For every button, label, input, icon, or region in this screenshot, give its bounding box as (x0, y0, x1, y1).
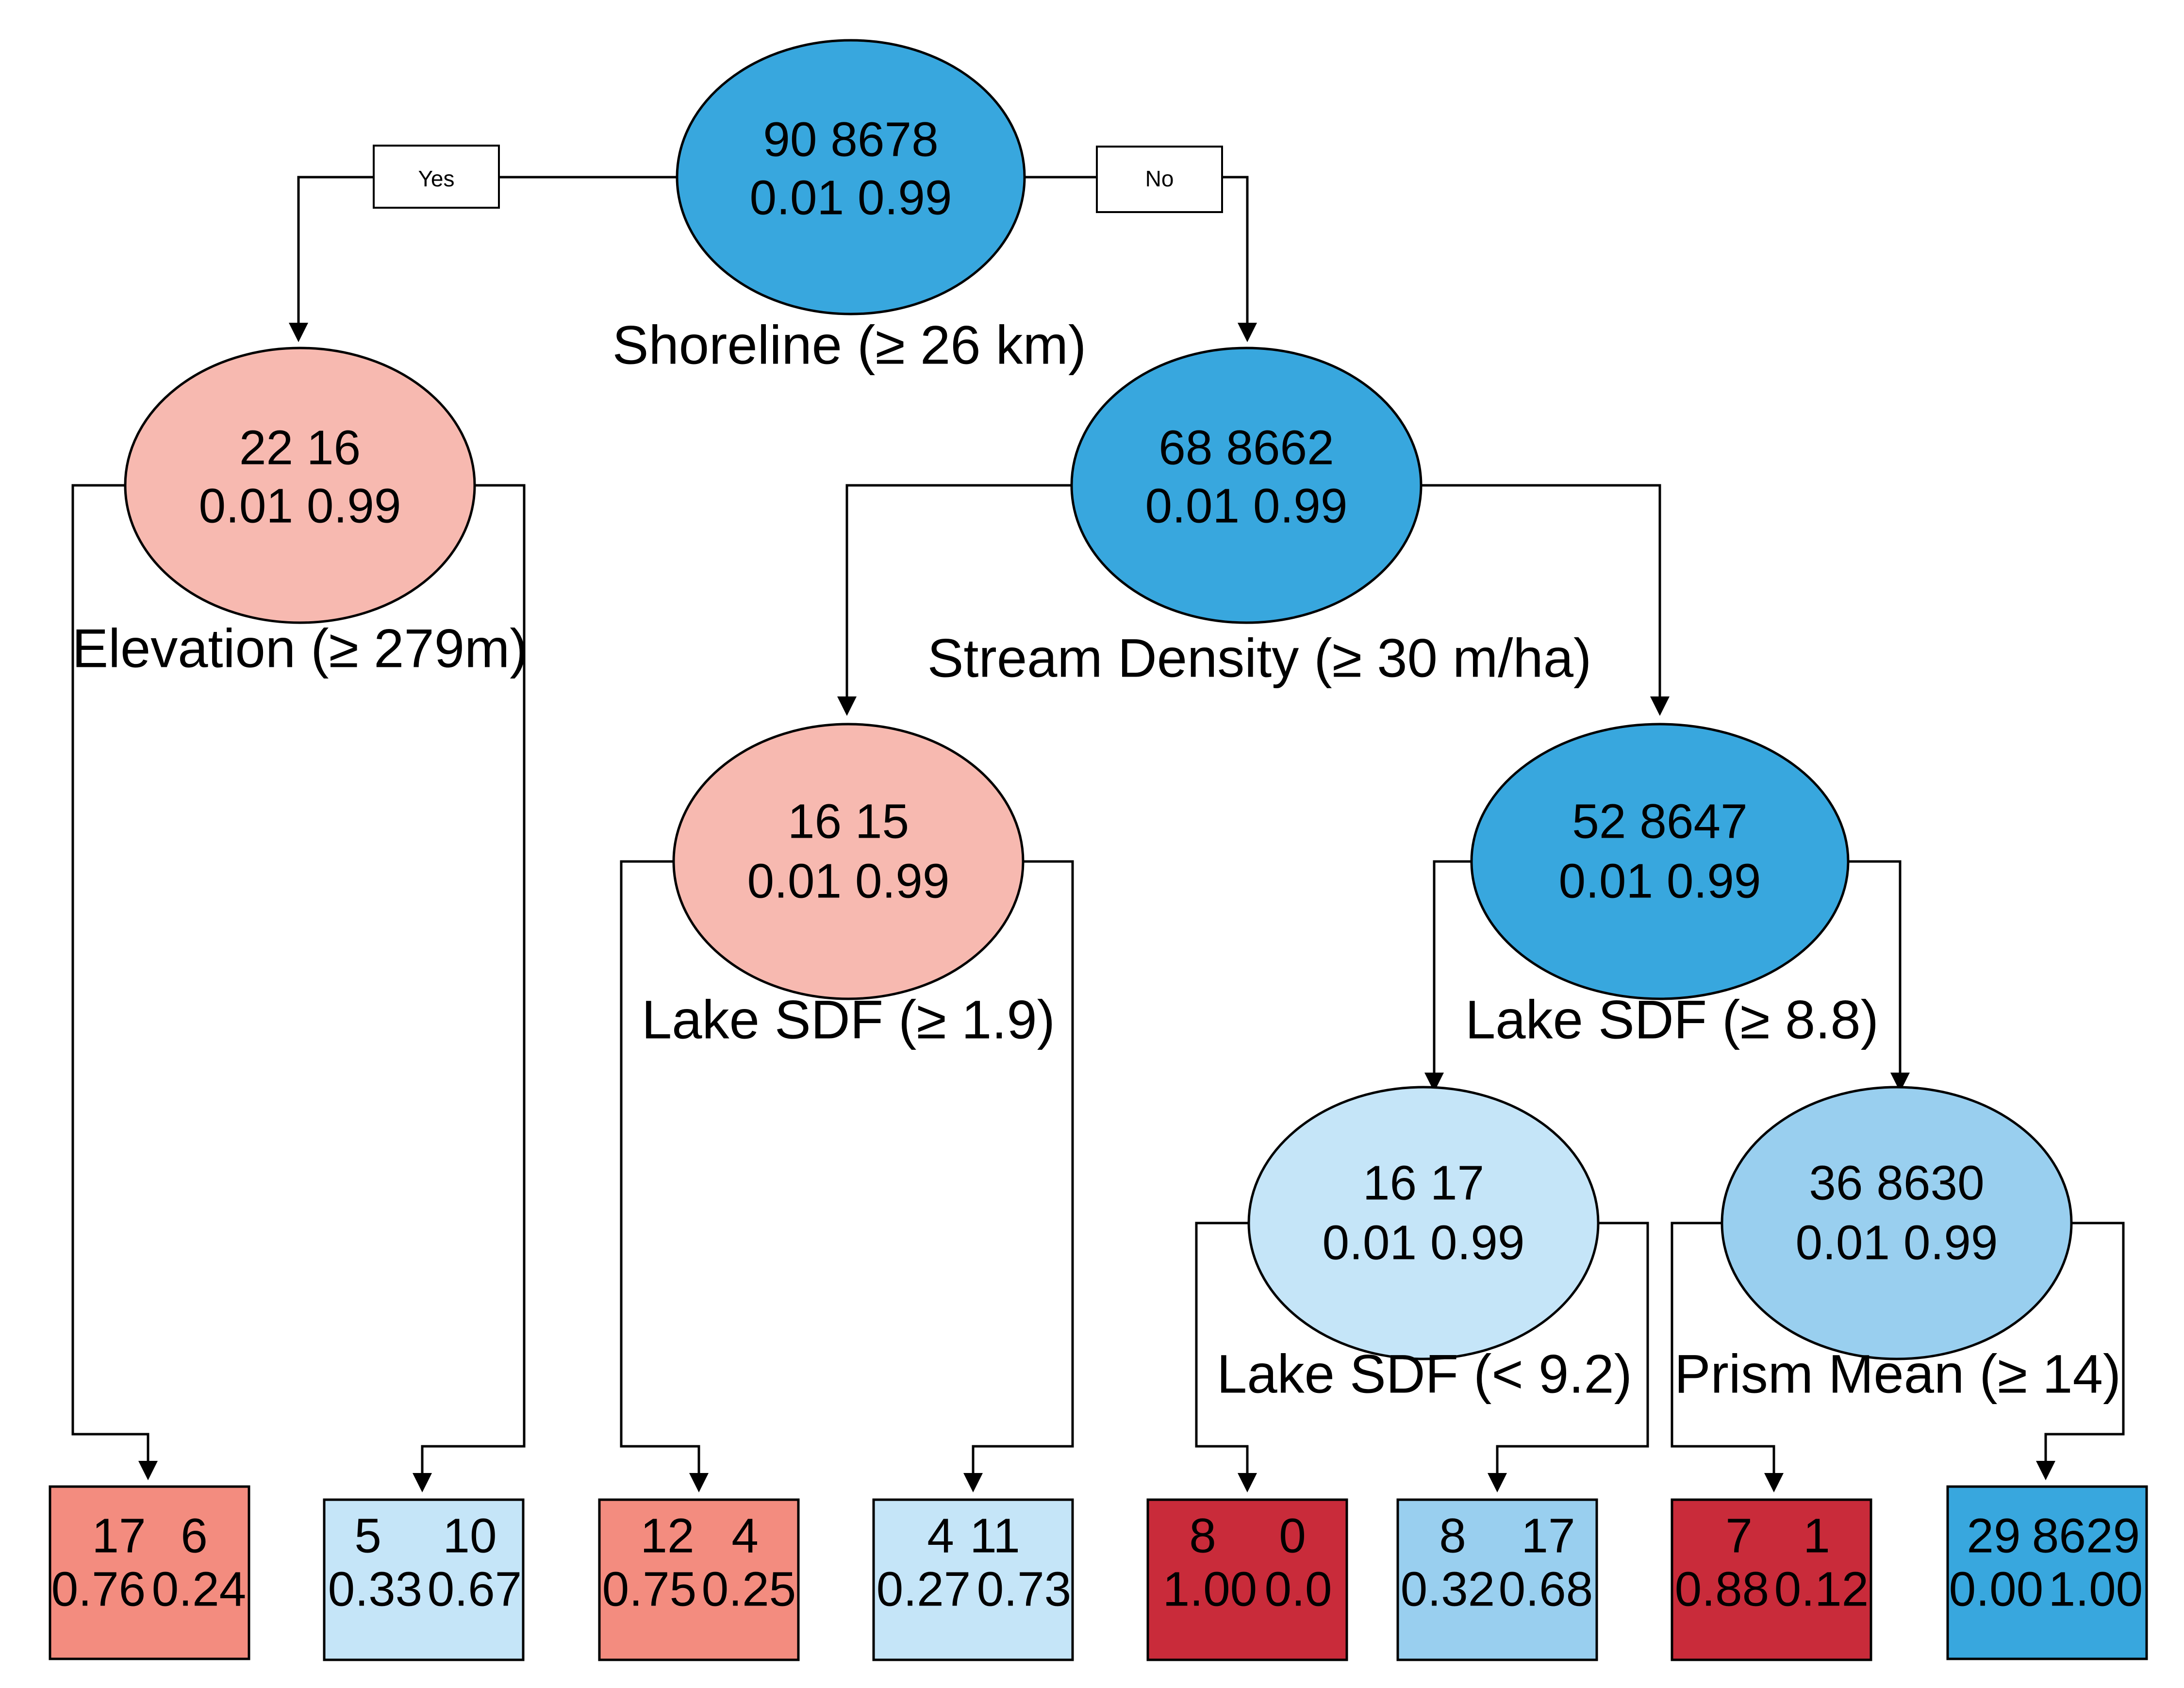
node-stream-density: 68 8662 0.01 0.99 Stream Density (≥ 30 m… (927, 347, 1592, 689)
leaf-count-b: 1 (1803, 1508, 1830, 1563)
node-probabilities: 0.01 0.99 (1145, 479, 1347, 533)
leaf-count-a: 29 (1967, 1508, 2020, 1563)
leaf-node: 5 10 0.33 0.67 (323, 1498, 525, 1661)
leaf-prob-a: 1.00 (1163, 1562, 1257, 1616)
node-probabilities: 0.01 0.99 (1558, 854, 1761, 908)
edge-lake92-to-leaf6 (1488, 1222, 1649, 1492)
edge-lake19-to-leaf3 (620, 860, 709, 1492)
no-branch-label: No (1096, 146, 1223, 213)
leaf-count-b: 17 (1521, 1508, 1575, 1563)
edge-lake88-to-lake92 (1424, 860, 1472, 1092)
leaf-node: 4 11 0.27 0.73 (872, 1498, 1074, 1661)
node-root: 90 8678 0.01 0.99 Shoreline (≥ 26 km) (612, 39, 1087, 376)
leaf-prob-b: 0.0 (1264, 1562, 1332, 1616)
split-label: Lake SDF (≥ 8.8) (1465, 990, 1879, 1050)
edge-lake88-to-prism (1848, 860, 1910, 1092)
node-lake-sdf-9-2: 16 17 0.01 0.99 Lake SDF (< 9.2) (1217, 1086, 1632, 1405)
split-label: Lake SDF (≥ 1.9) (642, 990, 1055, 1050)
leaf-count-a: 4 (927, 1508, 954, 1563)
leaf-prob-a: 0.88 (1675, 1562, 1770, 1616)
no-label-text: No (1145, 166, 1174, 191)
leaf-count-a: 5 (354, 1508, 381, 1563)
leaf-count-a: 17 (92, 1508, 146, 1563)
node-counts: 16 15 (788, 794, 909, 848)
edge-prism-to-leaf7 (1671, 1222, 1784, 1492)
split-label: Elevation (≥ 279m) (72, 618, 528, 679)
node-elevation: 22 16 0.01 0.99 Elevation (≥ 279m) (72, 347, 528, 679)
node-counts: 22 16 (239, 420, 361, 475)
node-counts: 68 8662 (1158, 420, 1334, 475)
edge-elevation-to-leaf2 (413, 484, 526, 1492)
leaf-prob-b: 0.67 (428, 1562, 522, 1616)
yes-label-text: Yes (418, 166, 454, 191)
leaf-count-b: 10 (443, 1508, 496, 1563)
leaf-prob-b: 0.12 (1774, 1562, 1869, 1616)
leaf-prob-a: 0.27 (877, 1562, 971, 1616)
edge-elevation-to-leaf1 (71, 484, 158, 1480)
leaf-count-b: 8629 (2032, 1508, 2140, 1563)
node-counts: 36 8630 (1809, 1156, 1984, 1210)
edge-stream-to-lake88 (1421, 484, 1670, 716)
leaf-prob-a: 0.32 (1401, 1562, 1495, 1616)
leaf-node: 17 6 0.76 0.24 (49, 1485, 250, 1660)
leaf-prob-a: 0.75 (602, 1562, 697, 1616)
leaf-count-b: 11 (970, 1508, 1020, 1563)
leaf-prob-b: 0.24 (152, 1562, 247, 1616)
edge-stream-to-lake19 (837, 484, 1072, 716)
leaf-prob-a: 0.00 (1949, 1562, 2044, 1616)
leaf-prob-a: 0.33 (328, 1562, 423, 1616)
split-label: Shoreline (≥ 26 km) (612, 315, 1087, 376)
node-prism-mean: 36 8630 0.01 0.99 Prism Mean (≥ 14) (1674, 1086, 2121, 1405)
node-counts: 52 8647 (1572, 794, 1747, 848)
node-probabilities: 0.01 0.99 (1795, 1215, 1998, 1270)
split-label: Lake SDF (< 9.2) (1217, 1344, 1632, 1405)
leaf-count-b: 4 (731, 1508, 759, 1563)
node-lake-sdf-8-8: 52 8647 0.01 0.99 Lake SDF (≥ 8.8) (1465, 723, 1879, 1050)
node-counts: 16 17 (1363, 1156, 1484, 1210)
leaf-count-a: 7 (1725, 1508, 1753, 1563)
yes-branch-label: Yes (373, 145, 500, 209)
edges (71, 176, 2125, 1492)
split-label: Stream Density (≥ 30 m/ha) (927, 628, 1592, 689)
node-probabilities: 0.01 0.99 (199, 479, 401, 533)
leaf-prob-b: 0.68 (1499, 1562, 1593, 1616)
leaf-node: 8 17 0.32 0.68 (1396, 1498, 1598, 1661)
leaf-prob-b: 0.73 (977, 1562, 1072, 1616)
leaf-node: 7 1 0.88 0.12 (1671, 1498, 1872, 1661)
edge-prism-to-leaf8 (2036, 1222, 2125, 1480)
leaf-count-b: 0 (1279, 1508, 1306, 1563)
leaf-prob-b: 1.00 (2049, 1562, 2143, 1616)
leaf-count-b: 6 (181, 1508, 208, 1563)
edge-lake19-to-leaf4 (963, 860, 1074, 1492)
leaf-prob-a: 0.76 (51, 1562, 146, 1616)
node-probabilities: 0.01 0.99 (749, 170, 952, 225)
leaf-node: 29 8629 0.00 1.00 (1946, 1485, 2148, 1660)
node-counts: 90 8678 (763, 112, 938, 166)
edge-lake92-to-leaf5 (1195, 1222, 1257, 1492)
split-label: Prism Mean (≥ 14) (1674, 1344, 2121, 1405)
leaf-node: 8 0 1.00 0.0 (1146, 1498, 1348, 1661)
leaf-prob-b: 0.25 (702, 1562, 796, 1616)
leaf-count-a: 8 (1439, 1508, 1466, 1563)
edge-root-to-elevation (289, 176, 677, 342)
leaf-count-a: 12 (640, 1508, 694, 1563)
leaf-count-a: 8 (1189, 1508, 1216, 1563)
leaf-node: 12 4 0.75 0.25 (598, 1498, 800, 1661)
node-probabilities: 0.01 0.99 (747, 854, 949, 908)
node-lake-sdf-1-9: 16 15 0.01 0.99 Lake SDF (≥ 1.9) (642, 723, 1055, 1050)
node-probabilities: 0.01 0.99 (1322, 1215, 1524, 1270)
